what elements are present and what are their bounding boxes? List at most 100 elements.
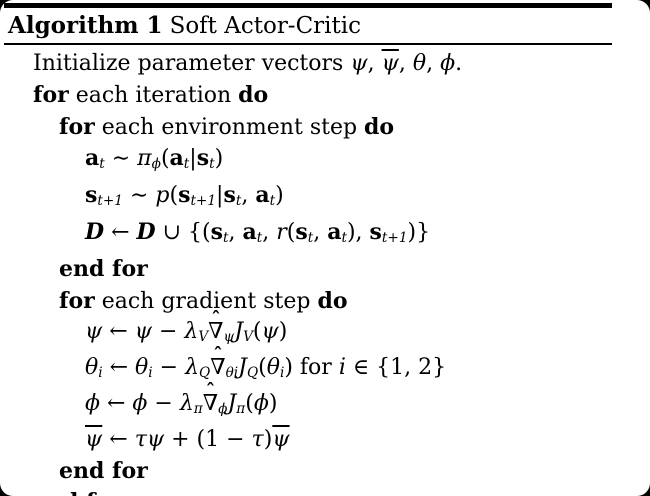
math-segment: − <box>152 355 186 381</box>
math-segment: p <box>155 183 170 209</box>
math-segment: do <box>317 287 348 314</box>
math-segment: s <box>85 182 98 209</box>
math-segment: ) <box>214 146 224 172</box>
math-segment: ← <box>102 355 136 381</box>
math-segment: ϕ <box>218 400 228 417</box>
algorithm-line-2: for each iteration do <box>0 80 650 112</box>
title-rule <box>4 43 612 45</box>
math-segment: )} <box>407 219 431 245</box>
math-segment: for <box>59 287 95 314</box>
algorithm-line-13: end for <box>0 456 650 488</box>
math-segment: ∪ {( <box>155 219 211 245</box>
math-segment: ϕ <box>132 390 148 416</box>
math-segment: , <box>313 219 328 245</box>
math-segment: λ <box>184 319 199 345</box>
math-segment: ψ <box>223 329 235 346</box>
math-segment: end for <box>59 255 148 282</box>
math-segment: each environment step <box>94 114 365 140</box>
math-segment: , <box>241 183 256 209</box>
math-segment: ∈ {1, 2} <box>345 355 447 381</box>
algorithm-line-3: for each environment step do <box>0 112 650 144</box>
math-segment: t+1 <box>190 193 217 210</box>
math-segment: each iteration <box>68 82 239 108</box>
math-segment: ← <box>102 426 135 452</box>
math-segment: , <box>367 51 382 76</box>
math-segment: a <box>242 218 257 245</box>
math-segment: s <box>196 145 210 172</box>
math-segment: V <box>198 329 209 346</box>
math-segment: | <box>216 183 224 209</box>
nabla-hat-symbol: ˆ∇ <box>202 379 219 416</box>
algorithm-line-1: Initialize parameter vectors ψ, ψ, θ, ϕ. <box>0 49 650 80</box>
math-segment: t+1 <box>97 193 123 210</box>
math-segment: a <box>169 145 184 172</box>
math-segment: . <box>455 51 463 76</box>
math-segment: t <box>209 156 215 173</box>
algorithm-line-7: end for <box>0 254 650 286</box>
math-segment: ψ <box>85 426 103 452</box>
math-segment: ϕ <box>151 156 161 173</box>
math-segment: ( <box>258 355 267 381</box>
math-segment: i <box>148 365 153 382</box>
math-segment: ← <box>104 219 137 245</box>
math-segment: ϕ <box>253 390 269 416</box>
math-segment: Q <box>199 365 211 382</box>
math-segment: ψ <box>85 319 103 345</box>
math-segment: ← <box>102 319 135 345</box>
math-segment: end for <box>59 457 148 484</box>
math-segment: ) <box>275 183 284 209</box>
algorithm-line-14: end for <box>0 487 650 496</box>
math-segment: D <box>85 218 105 245</box>
math-segment: ( <box>252 319 262 345</box>
math-segment: ), <box>346 219 370 245</box>
algorithm-label: Algorithm 1 <box>8 12 163 39</box>
math-segment: t <box>341 229 347 246</box>
math-segment: , <box>228 219 243 245</box>
math-segment: t <box>235 193 242 210</box>
algorithm-name: Soft Actor-Critic <box>169 13 362 39</box>
algorithm-line-12: ψ ← τψ + (1 − τ)ψ <box>0 425 650 456</box>
math-segment: , <box>398 51 413 76</box>
math-segment: π <box>193 400 203 417</box>
math-segment: t+1 <box>381 229 408 246</box>
algorithm-body: Initialize parameter vectors ψ, ψ, θ, ϕ.… <box>0 49 650 496</box>
math-segment: t <box>256 229 263 246</box>
math-segment: t <box>183 156 190 173</box>
math-segment: s <box>369 218 382 245</box>
math-segment: do <box>238 81 269 108</box>
math-segment: λ <box>179 390 194 416</box>
math-segment: Q <box>246 365 259 382</box>
math-segment: θ <box>135 355 149 381</box>
math-segment: J <box>234 319 244 345</box>
math-segment: ( <box>160 146 170 172</box>
math-segment: ψ <box>272 426 290 452</box>
math-segment: ϕ <box>85 390 100 416</box>
math-segment: θ <box>412 51 427 76</box>
math-segment: ψ <box>350 51 368 76</box>
math-segment: ) for <box>284 355 339 381</box>
math-segment: do <box>364 113 395 140</box>
math-segment: + (1 − <box>164 426 252 452</box>
math-segment: t <box>269 193 276 210</box>
math-segment: V <box>243 329 253 346</box>
nabla-hat-symbol: ˆ∇ <box>210 343 226 381</box>
math-segment: a <box>85 145 100 172</box>
math-segment: J <box>227 390 237 416</box>
math-segment: t <box>307 229 314 246</box>
math-segment: − <box>147 390 180 416</box>
math-segment: Initialize parameter vectors <box>33 51 351 76</box>
math-segment: J <box>238 355 247 381</box>
math-segment: ( <box>245 390 254 416</box>
math-segment: τψ <box>134 426 165 452</box>
algorithm-line-4: at ∼ πϕ(at|st) <box>0 143 650 180</box>
math-segment: π <box>137 146 152 172</box>
math-segment: s <box>295 218 308 245</box>
math-segment: for <box>33 81 69 108</box>
math-segment: π <box>236 400 246 417</box>
math-segment: t <box>222 229 229 246</box>
math-segment: s <box>223 182 236 209</box>
math-segment: for <box>59 113 95 140</box>
